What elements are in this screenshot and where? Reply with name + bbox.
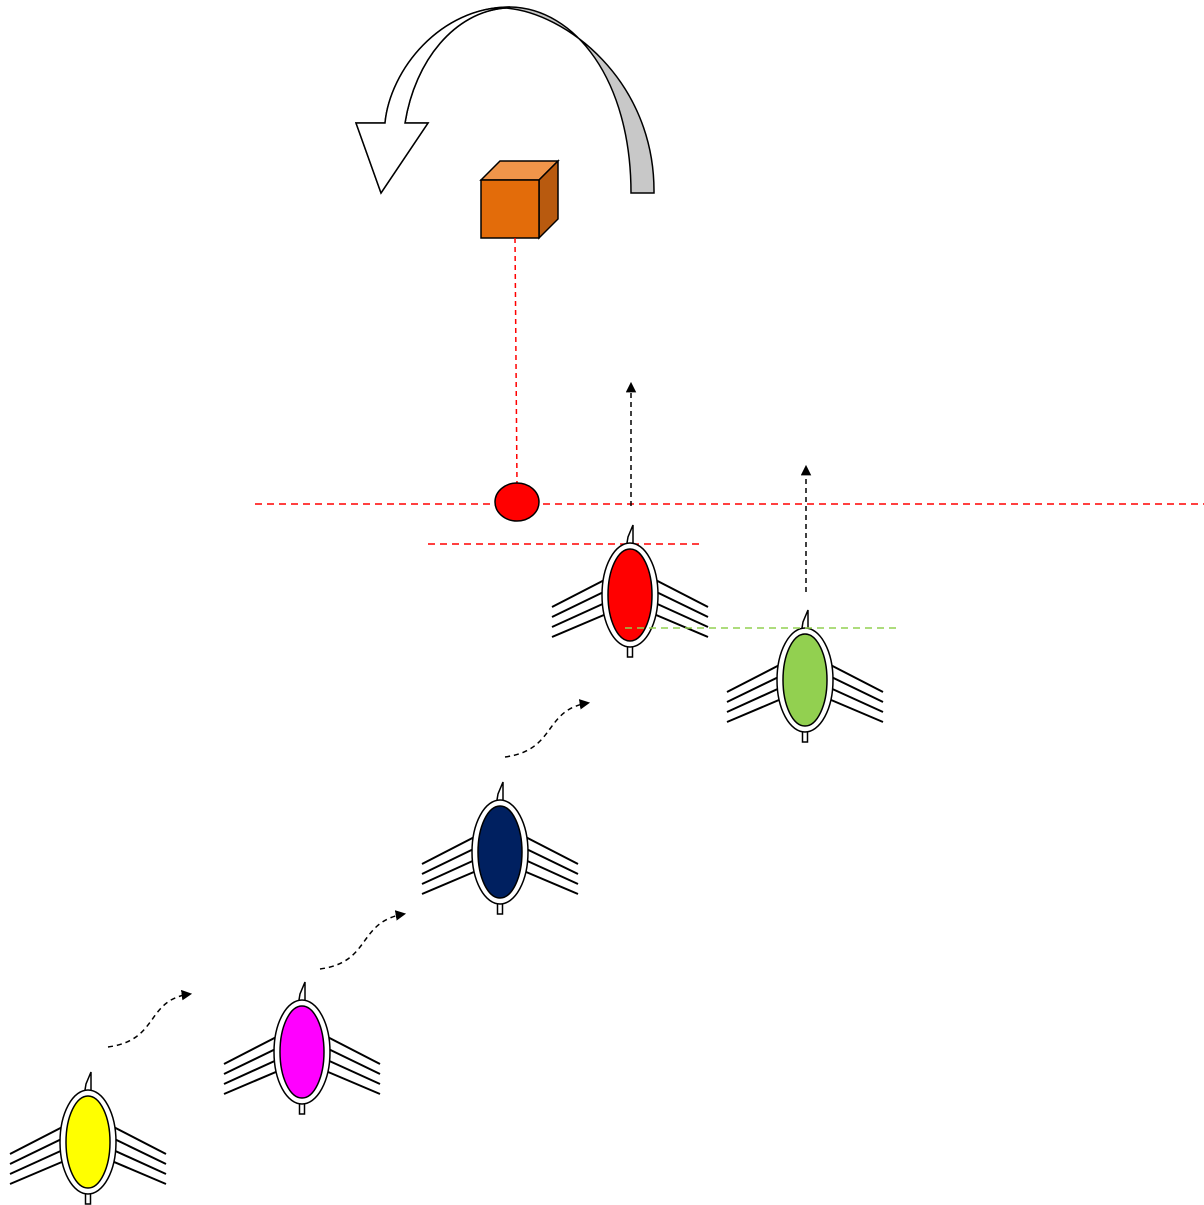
red-unit [551,524,709,658]
rotation-arrow-icon [354,6,655,195]
unit-body [279,1005,325,1099]
green-unit [726,609,884,743]
yellow-to-magenta-arrow [107,989,193,1048]
magenta-to-navy-arrow [319,910,407,970]
cube-drop-line [514,237,518,486]
unit-body [782,633,828,727]
unit-body [477,805,523,899]
magenta-unit [223,981,381,1115]
navy-to-red-arrow [504,699,591,758]
yellow-unit [9,1071,167,1205]
unit-body [607,548,653,642]
navy-unit [421,781,579,915]
units-group [9,524,884,1205]
red-dot-icon [494,482,540,522]
orange-cube-icon [479,159,560,240]
unit-body [65,1095,111,1189]
